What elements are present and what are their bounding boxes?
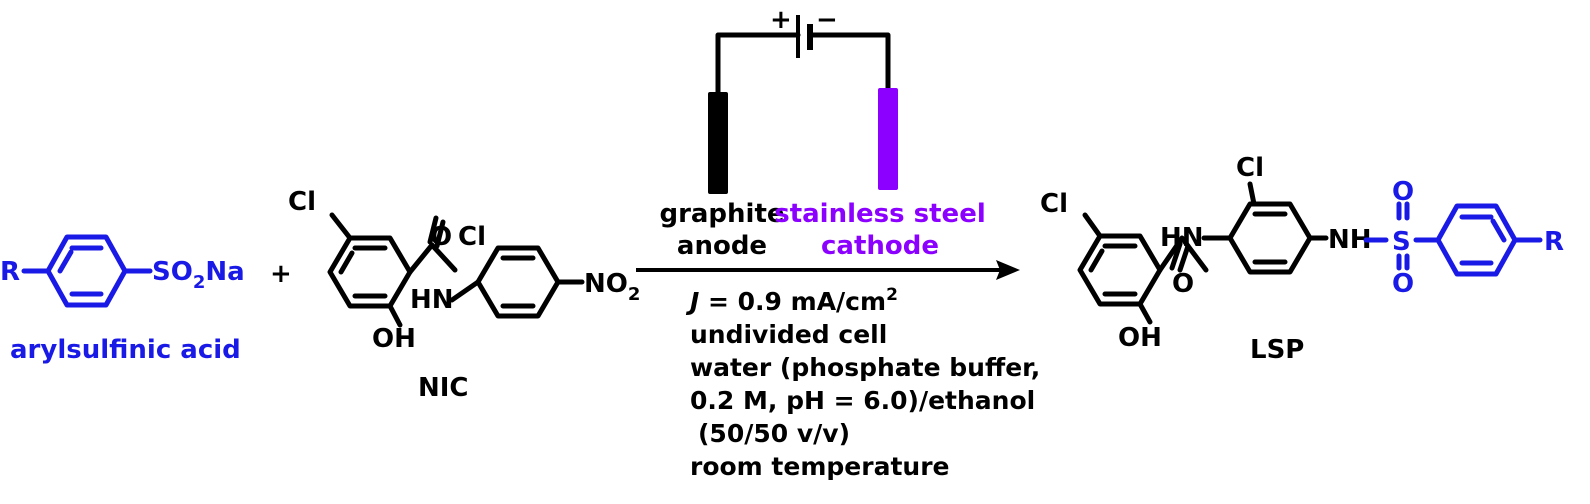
nic-cl-top: Cl [288, 187, 316, 217]
steel-cathode-electrode [878, 88, 898, 190]
nic-name: NIC [418, 373, 469, 403]
plus-sign: + [270, 259, 292, 289]
cathode-label-line1: stainless steel [774, 199, 986, 229]
anode-label-line1: graphite [659, 199, 784, 229]
no-subscript: 2 [628, 284, 641, 305]
wire-right [809, 32, 891, 91]
lsp-oh: OH [1118, 323, 1162, 353]
condition-solvent-2: 0.2 M, pH = 6.0)/ethanol [690, 386, 1035, 415]
nic-n-ring-bond [449, 279, 481, 303]
nic-amide-bond [407, 242, 458, 275]
reaction-conditions: J = 0.9 mA/cm2 undivided cell water (pho… [685, 285, 1040, 481]
lsp-r-group: R [1544, 227, 1564, 257]
nic-no2: NO2 [584, 269, 640, 305]
condition-cell: undivided cell [690, 320, 887, 349]
nic-carbonyl-o: O [430, 222, 452, 252]
lsp-o-top: O [1392, 177, 1414, 207]
lsp-o-bottom: O [1392, 269, 1414, 299]
so2na-label: SO2Na [152, 257, 245, 293]
condition-current-density: J = 0.9 mA/cm2 [685, 285, 898, 316]
r-group-label: R [0, 257, 20, 287]
lsp-oh-bond [1137, 301, 1153, 325]
arylsulfinic-acid-structure: R SO2Na arylsulfinic acid [0, 234, 245, 365]
j-superscript: 2 [886, 285, 898, 305]
benzene-ring-1-inner [57, 245, 104, 297]
reaction-arrow-head [996, 260, 1020, 280]
lsp-s: S [1392, 227, 1411, 257]
electrochemical-cell: + − graphite anode stainless steel catho… [659, 5, 985, 261]
j-value: = 0.9 mA/cm [699, 287, 886, 316]
cathode-label-line2: cathode [821, 231, 939, 261]
lsp-cl-bond [1082, 212, 1103, 239]
lsp-carbonyl-o: O [1172, 269, 1194, 299]
nic-structure: Cl OH O Cl HN NO2 NIC [288, 187, 640, 403]
no-text: NO [584, 269, 628, 299]
anode-label-line2: anode [677, 231, 767, 261]
wire-left [715, 32, 801, 95]
lsp-cl-ring: Cl [1236, 153, 1264, 183]
condition-temperature: room temperature [690, 452, 949, 481]
so-subscript: 2 [193, 272, 206, 293]
j-symbol: J [685, 287, 699, 316]
lsp-ring-a-inner [1088, 243, 1138, 297]
nic-cl-bond [329, 212, 353, 241]
lsp-name: LSP [1250, 335, 1304, 365]
nic-ring-b-inner [500, 255, 536, 309]
lsp-cl-left: Cl [1040, 189, 1068, 219]
nic-carbonyl-double [427, 215, 446, 249]
nic-ring-a-inner [338, 245, 388, 299]
lsp-carbonyl-double [1169, 241, 1191, 273]
lsp-cl-ring-bond [1247, 181, 1257, 207]
na-text: Na [205, 257, 244, 287]
lsp-amide-bond [1157, 235, 1209, 273]
graphite-anode-electrode [708, 92, 728, 194]
lsp-structure: Cl OH O HN Cl NH S O O R LSP [1040, 153, 1564, 365]
nic-cl-ring: Cl [458, 222, 486, 252]
lsp-ring-c-inner [1459, 214, 1507, 266]
lsp-so-double-bottom [1396, 253, 1410, 271]
nic-oh: OH [372, 324, 416, 354]
condition-solvent-1: water (phosphate buffer, [690, 353, 1040, 382]
lsp-ring-b-inner [1252, 211, 1288, 265]
condition-ratio: (50/50 v/v) [698, 419, 850, 448]
lsp-so-double-top [1396, 201, 1410, 221]
lsp-hn: HN [1160, 223, 1204, 253]
nic-oh-bond [387, 303, 403, 328]
battery-plus: + [770, 5, 792, 35]
nic-hn: HN [410, 285, 454, 315]
so-text: SO [152, 257, 193, 287]
battery-minus: − [816, 5, 838, 35]
arylsulfinic-acid-name: arylsulfinic acid [10, 335, 241, 365]
